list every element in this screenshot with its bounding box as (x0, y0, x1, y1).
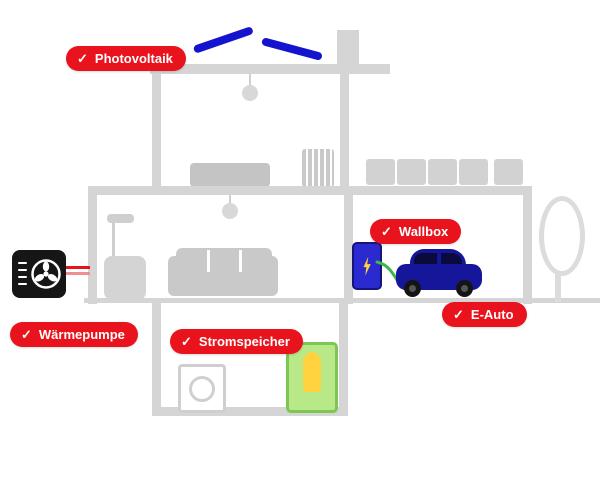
badge-label: Wärmepumpe (38, 327, 125, 342)
chimney (337, 30, 359, 66)
basement-left-wall (152, 300, 161, 416)
tree-trunk (555, 262, 561, 302)
roof-base-bar (150, 64, 390, 74)
solar-panel-right (260, 37, 323, 61)
badge-label: Wallbox (398, 224, 449, 239)
vent-line (18, 276, 27, 278)
sideboard (190, 163, 270, 187)
check-icon: ✓ (381, 224, 392, 239)
sofa-cushion-gap (207, 250, 210, 276)
wallbox-charger-icon (352, 242, 382, 290)
storage-box (366, 159, 395, 185)
storage-box (459, 159, 488, 185)
badge-stromspeicher: ✓ Stromspeicher (170, 329, 303, 354)
badge-label: Photovoltaik (94, 51, 173, 66)
washing-machine-icon (178, 364, 226, 413)
garage-divider-wall (344, 186, 353, 304)
tree (539, 196, 585, 276)
check-icon: ✓ (21, 327, 32, 342)
car-wheel (456, 280, 473, 297)
vent-line (18, 283, 27, 285)
ceiling-lamp-icon (242, 85, 258, 101)
battery-cell-icon (303, 356, 321, 392)
badge-label: Stromspeicher (198, 334, 290, 349)
radiator-icon (302, 149, 334, 187)
fan-icon (31, 259, 61, 289)
basement-right-wall (339, 300, 348, 416)
house-left-wall (88, 186, 97, 304)
shower-pole (112, 216, 115, 260)
badge-label: E-Auto (470, 307, 514, 322)
first-floor-ceiling (88, 186, 532, 195)
badge-wallbox: ✓ Wallbox (370, 219, 462, 244)
car-window (414, 253, 437, 267)
garage-right-wall (523, 186, 532, 304)
ceiling-lamp-icon (222, 203, 238, 219)
badge-waermepumpe: ✓ Wärmepumpe (10, 322, 138, 347)
attic-right-wall (340, 64, 349, 195)
basement-floor (152, 407, 348, 416)
badge-e-auto: ✓ E-Auto (442, 302, 527, 327)
sofa-cushion-gap (239, 250, 242, 276)
heat-pump-pipe (66, 266, 90, 269)
lamp-cord (249, 74, 251, 87)
vent-line (18, 262, 27, 264)
washer-door (189, 375, 215, 402)
solar-panel-left (192, 26, 254, 54)
battery-cap (307, 352, 317, 356)
check-icon: ✓ (453, 307, 464, 322)
car-window (441, 253, 462, 267)
sofa-seat (168, 272, 278, 296)
badge-photovoltaik: ✓ Photovoltaik (66, 46, 186, 71)
attic-left-wall (152, 64, 161, 195)
check-icon: ✓ (77, 51, 88, 66)
check-icon: ✓ (181, 334, 192, 349)
car-wheel (404, 280, 421, 297)
storage-box (494, 159, 523, 185)
bathtub (104, 256, 146, 300)
vent-line (18, 269, 27, 271)
lightning-icon (363, 256, 371, 276)
shower-head-icon (107, 214, 134, 223)
lamp-cord (229, 195, 231, 205)
heat-pump-icon (12, 250, 66, 298)
storage-box (397, 159, 426, 185)
home-battery-icon (286, 342, 338, 413)
storage-box (428, 159, 457, 185)
heat-pump-pipe (66, 272, 90, 275)
